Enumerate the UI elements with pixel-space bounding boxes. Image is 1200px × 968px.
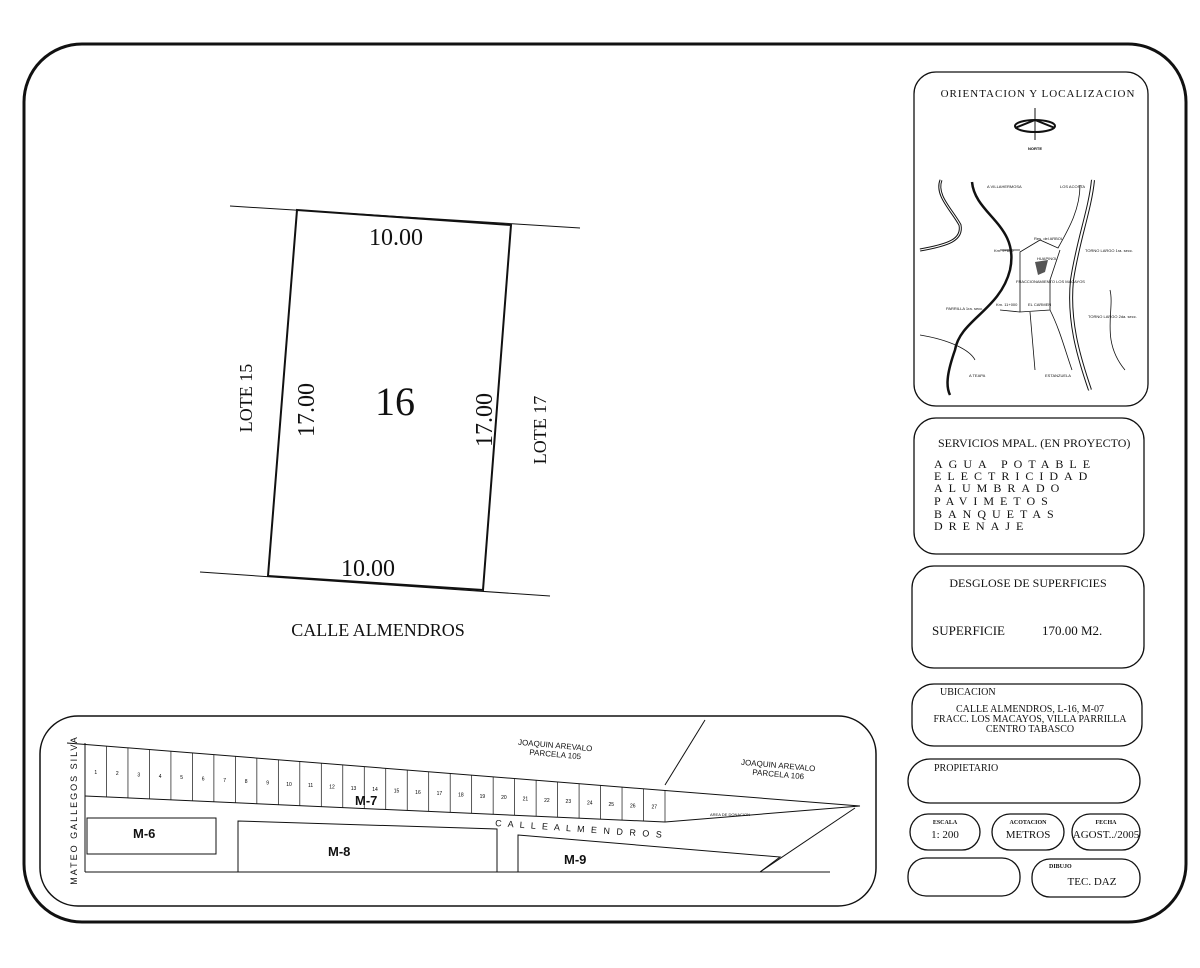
lot-right-dimension: 17.00 bbox=[472, 393, 498, 447]
block-m8: M-8 bbox=[328, 844, 350, 859]
map-label-torno2: TORNO LARGO 2da. secc. bbox=[1088, 314, 1137, 319]
site-lot-number: 20 bbox=[501, 795, 507, 801]
lot-number: 16 bbox=[375, 379, 415, 424]
location-line: CALLE ALMENDROS, L-16, M-07 bbox=[956, 704, 1104, 715]
lot-plan bbox=[199, 205, 581, 597]
location-box bbox=[911, 683, 1143, 747]
site-lot-number: 10 bbox=[286, 782, 292, 788]
bottom-boundary-line bbox=[199, 571, 551, 597]
units-value: METROS bbox=[1006, 829, 1051, 841]
lot-top-dimension: 10.00 bbox=[369, 225, 423, 251]
date-label: FECHA bbox=[1096, 820, 1118, 826]
site-lot-number: 12 bbox=[329, 785, 335, 791]
block-m9: M-9 bbox=[564, 852, 586, 867]
donation-area-label: AREA DE DONACION bbox=[710, 812, 750, 817]
block-m6: M-6 bbox=[133, 826, 155, 841]
location-line: FRACC. LOS MACAYOS, VILLA PARRILLA bbox=[933, 714, 1127, 725]
service-item: AGUA POTABLE bbox=[934, 457, 1096, 471]
map-label-estanzuela: ESTANZUELA bbox=[1045, 373, 1071, 378]
surface-label: SUPERFICIE bbox=[932, 623, 1005, 638]
site-lot-number: 24 bbox=[587, 801, 593, 807]
lot-left-dimension: 17.00 bbox=[294, 383, 320, 437]
orientation-box bbox=[913, 71, 1149, 407]
drawn-label: DIBUJO bbox=[1049, 864, 1072, 870]
service-item: ELECTRICIDAD bbox=[934, 469, 1093, 483]
blank-box bbox=[907, 857, 1021, 897]
location-line: CENTRO TABASCO bbox=[986, 724, 1074, 735]
sheet-border bbox=[22, 42, 1188, 924]
map-label-teapa: A TEAPA bbox=[969, 373, 986, 378]
map-labels: A VILLAHERMOSA LOS ACOSTA Res. del ARBOL… bbox=[946, 184, 1137, 378]
map-label-villahermosa: A VILLAHERMOSA bbox=[987, 184, 1022, 189]
drawn-value: TEC. DAZ bbox=[1068, 876, 1117, 888]
site-lot-number: 7 bbox=[223, 778, 226, 784]
map-label-km11: Km. 11+000 bbox=[996, 302, 1018, 307]
site-lot-number: 5 bbox=[180, 775, 183, 781]
date-value: AGOST../2005 bbox=[1073, 829, 1140, 841]
street-label: CALLE ALMENDROS bbox=[291, 620, 465, 640]
scale-value: 1: 200 bbox=[931, 829, 959, 841]
lot-outline bbox=[266, 208, 513, 592]
units-box bbox=[991, 813, 1065, 851]
site-lot-number: 9 bbox=[266, 781, 269, 787]
site-lot-number: 6 bbox=[202, 777, 205, 783]
side-street-label: MATEO GALLEGOS SILVA bbox=[69, 735, 79, 885]
map-label-arbol: Res. del ARBOL bbox=[1034, 236, 1064, 241]
site-lot-number: 11 bbox=[308, 783, 313, 789]
lot-bottom-dimension: 10.00 bbox=[341, 556, 395, 582]
owner-box bbox=[907, 758, 1141, 804]
map-label-parrilla: PARRILLA 1ra. secc. bbox=[946, 306, 983, 311]
site-lot-number: 14 bbox=[372, 787, 378, 793]
services-box bbox=[913, 417, 1145, 555]
site-lot-number: 18 bbox=[458, 793, 464, 799]
site-lot-number: 2 bbox=[116, 771, 119, 777]
site-plan-panel bbox=[39, 715, 877, 907]
site-lot-number: 8 bbox=[245, 779, 248, 785]
map-label-acosta: LOS ACOSTA bbox=[1060, 184, 1085, 189]
surfaces-box bbox=[911, 565, 1145, 669]
service-item: DRENAJE bbox=[934, 519, 1029, 533]
map-label-torno1: TORNO LARGO 1ra. secc. bbox=[1085, 248, 1133, 253]
site-lot-number: 16 bbox=[415, 790, 421, 796]
service-item: PAVIMETOS bbox=[934, 494, 1054, 508]
site-lot-number: 4 bbox=[159, 774, 162, 780]
site-lot-number: 3 bbox=[137, 773, 140, 779]
scale-label: ESCALA bbox=[933, 820, 958, 826]
scale-box bbox=[909, 813, 981, 851]
owner-title: PROPIETARIO bbox=[934, 763, 998, 774]
drawn-box bbox=[1031, 858, 1141, 898]
site-lot-number: 22 bbox=[544, 798, 550, 804]
date-box bbox=[1071, 813, 1141, 851]
service-item: BANQUETAS bbox=[934, 507, 1060, 521]
left-neighbor-label: LOTE 15 bbox=[236, 364, 256, 432]
map-label-carmen: EL CARMEN bbox=[1028, 302, 1051, 307]
map-label-fracc: FRACCIONAMIENTO LOS MACAYOS bbox=[1016, 279, 1085, 284]
site-lot-number: 21 bbox=[523, 797, 529, 803]
site-lot-number: 17 bbox=[437, 791, 443, 797]
surfaces-title: DESGLOSE DE SUPERFICIES bbox=[949, 576, 1106, 590]
site-lot-number: 25 bbox=[609, 802, 615, 808]
site-lot-number: 15 bbox=[394, 789, 400, 795]
services-title: SERVICIOS MPAL. (EN PROYECTO) bbox=[938, 436, 1130, 450]
location-title: UBICACION bbox=[940, 687, 996, 698]
site-lot-number: 1 bbox=[94, 770, 97, 776]
site-lot-number: 19 bbox=[480, 794, 486, 800]
site-lot-number: 13 bbox=[351, 786, 357, 792]
north-arrow-icon bbox=[1014, 108, 1056, 140]
right-neighbor-label: LOTE 17 bbox=[530, 396, 550, 464]
surface-value: 170.00 M2. bbox=[1042, 623, 1102, 638]
orientation-title: ORIENTACION Y LOCALIZACION bbox=[941, 88, 1136, 100]
block-m7: M-7 bbox=[355, 793, 377, 808]
service-item: ALUMBRADO bbox=[934, 481, 1065, 495]
site-lot-number: 23 bbox=[566, 799, 572, 805]
site-lot-number: 27 bbox=[651, 805, 657, 811]
location-map bbox=[919, 179, 1126, 396]
map-label-km9: Km. 9+800 bbox=[994, 248, 1014, 253]
units-label: ACOTACION bbox=[1010, 820, 1048, 826]
site-lot-number: 26 bbox=[630, 803, 636, 809]
north-label: NORTE bbox=[1028, 146, 1042, 151]
map-label-huapinol: HUAPINOL bbox=[1037, 256, 1058, 261]
